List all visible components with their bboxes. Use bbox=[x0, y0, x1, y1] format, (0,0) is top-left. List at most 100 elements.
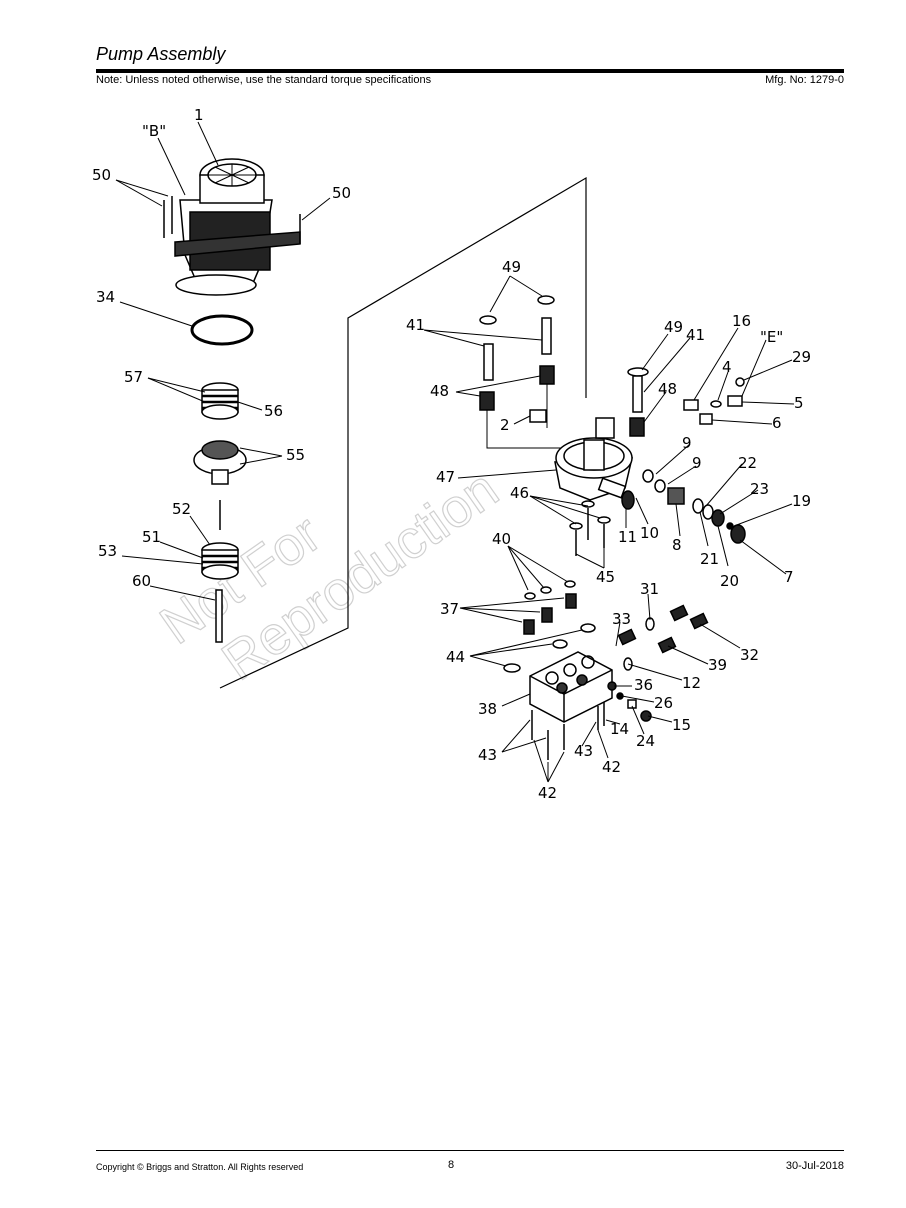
callout-20: 20 bbox=[720, 572, 739, 590]
swash-plate-55 bbox=[193, 440, 247, 485]
callout-57: 57 bbox=[124, 368, 143, 386]
publish-date: 30-Jul-2018 bbox=[785, 1160, 844, 1172]
callout-2: 2 bbox=[500, 416, 510, 434]
footer-rule bbox=[96, 1150, 844, 1151]
callout-10: 10 bbox=[640, 524, 659, 542]
washer-46-a bbox=[569, 522, 583, 530]
callout-50-left: 50 bbox=[92, 166, 111, 184]
callout-1: 1 bbox=[194, 106, 204, 124]
callout-56: 56 bbox=[264, 402, 283, 420]
washer-49-c bbox=[627, 367, 649, 377]
callout-49-right: 49 bbox=[664, 318, 683, 336]
o-ring-21 bbox=[692, 498, 704, 514]
plug-5 bbox=[727, 395, 743, 407]
callout-48-right: 48 bbox=[658, 380, 677, 398]
washer-49-b bbox=[537, 295, 555, 305]
o-ring-34 bbox=[190, 314, 254, 346]
callout-40: 40 bbox=[492, 530, 511, 548]
page-number: 8 bbox=[448, 1159, 455, 1171]
ring-4 bbox=[710, 400, 722, 408]
leader-lines bbox=[115, 121, 795, 783]
callout-45: 45 bbox=[596, 568, 615, 586]
fitting-6 bbox=[699, 413, 713, 425]
cap-7 bbox=[730, 524, 746, 544]
callout-44: 44 bbox=[446, 648, 465, 666]
callout-9-top: 9 bbox=[682, 434, 692, 452]
callout-labels: 1 "B" 50 50 34 57 56 55 52 51 53 60 49 4… bbox=[92, 106, 811, 802]
callout-60: 60 bbox=[132, 572, 151, 590]
callout-42-right: 42 bbox=[602, 758, 621, 776]
callout-5: 5 bbox=[794, 394, 804, 412]
left-assembly bbox=[163, 158, 301, 643]
pump-body-47 bbox=[554, 417, 633, 501]
callout-49-top: 49 bbox=[502, 258, 521, 276]
callout-11: 11 bbox=[618, 528, 637, 546]
o-ring-22 bbox=[702, 504, 714, 520]
bearing-56 bbox=[201, 382, 239, 420]
callout-36: 36 bbox=[634, 676, 653, 694]
callout-43-left: 43 bbox=[478, 746, 497, 764]
spring-24 bbox=[627, 699, 637, 709]
callout-12: 12 bbox=[682, 674, 701, 692]
callout-7: 7 bbox=[784, 568, 794, 586]
callout-39: 39 bbox=[708, 656, 727, 674]
assembly-leader-line bbox=[219, 176, 587, 689]
callout-23: 23 bbox=[750, 480, 769, 498]
callout-34: 34 bbox=[96, 288, 115, 306]
bearing-51 bbox=[201, 542, 239, 580]
washer-46-c bbox=[597, 516, 611, 524]
callout-24: 24 bbox=[636, 732, 655, 750]
plunger-41-c bbox=[632, 375, 643, 413]
callout-29: 29 bbox=[792, 348, 811, 366]
callout-52: 52 bbox=[172, 500, 191, 518]
right-assembly bbox=[479, 295, 746, 760]
seal-12 bbox=[623, 657, 633, 671]
callout-19: 19 bbox=[792, 492, 811, 510]
manifold-38 bbox=[529, 651, 613, 723]
adapter-10 bbox=[597, 477, 627, 499]
callout-38: 38 bbox=[478, 700, 497, 718]
seal-40-b bbox=[540, 586, 552, 594]
callout-14: 14 bbox=[610, 720, 629, 738]
o-ring-9-b bbox=[654, 479, 666, 493]
spring-37-c bbox=[565, 593, 577, 609]
torque-note: Note: Unless noted otherwise, use the st… bbox=[96, 74, 432, 86]
callout-43-right: 43 bbox=[574, 742, 593, 760]
plug-15 bbox=[640, 710, 652, 722]
washer-49-a bbox=[479, 315, 497, 325]
o-ring-44-b bbox=[552, 639, 568, 649]
callout-42-bottom: 42 bbox=[538, 784, 557, 802]
spring-37-a bbox=[523, 619, 535, 635]
spring-39 bbox=[657, 636, 677, 654]
callout-21: 21 bbox=[700, 550, 719, 568]
spring-48-a bbox=[479, 391, 495, 411]
callout-50-right: 50 bbox=[332, 184, 351, 202]
callout-41-right: 41 bbox=[686, 326, 705, 344]
seal-40-a bbox=[524, 592, 536, 600]
o-ring-44-a bbox=[503, 663, 521, 673]
callout-32: 32 bbox=[740, 646, 759, 664]
seal-40-c bbox=[564, 580, 576, 588]
page-title: Pump Assembly bbox=[96, 44, 226, 64]
callout-31: 31 bbox=[640, 580, 659, 598]
callout-9-bottom: 9 bbox=[692, 454, 702, 472]
callout-4: 4 bbox=[722, 358, 732, 376]
pin-60 bbox=[215, 589, 223, 643]
mfg-number: Mfg. No: 1279-0 bbox=[765, 74, 844, 86]
callout-16: 16 bbox=[732, 312, 751, 330]
header-rule bbox=[96, 69, 844, 73]
callout-26: 26 bbox=[654, 694, 673, 712]
o-ring-44-c bbox=[580, 623, 596, 633]
o-ring-9-a bbox=[642, 469, 654, 483]
callout-51: 51 bbox=[142, 528, 161, 546]
motor-housing bbox=[174, 158, 301, 296]
callout-37: 37 bbox=[440, 600, 459, 618]
spring-48-b bbox=[539, 365, 555, 385]
ball-23 bbox=[726, 522, 734, 530]
plunger-41-a bbox=[483, 343, 494, 381]
plug-31 bbox=[669, 604, 689, 622]
valve-16 bbox=[683, 399, 699, 411]
spring-48-c bbox=[629, 417, 645, 437]
callout-6: 6 bbox=[772, 414, 782, 432]
